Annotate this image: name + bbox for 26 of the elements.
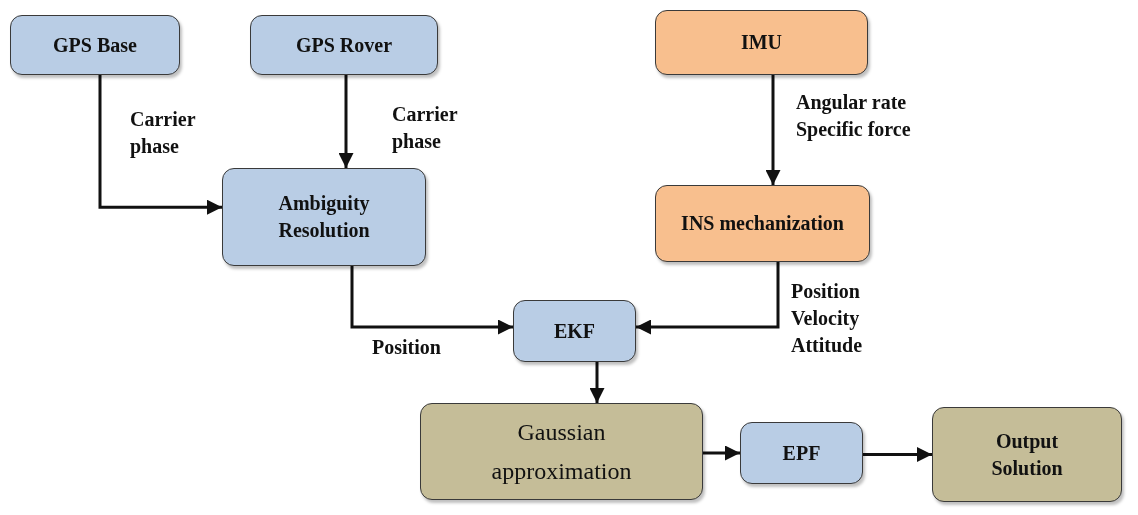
process-box xyxy=(420,403,703,500)
process-box xyxy=(10,15,180,75)
arrow xyxy=(863,447,932,462)
arrow xyxy=(589,362,605,403)
process-box xyxy=(932,407,1122,502)
process-box xyxy=(655,10,868,75)
node-label: EPF xyxy=(782,440,821,466)
node-label: Output Solution xyxy=(990,428,1064,481)
node-label: Gaussian approximation xyxy=(490,418,633,486)
arrow xyxy=(350,266,513,335)
node-label: Ambiguity Resolution xyxy=(277,191,371,243)
arrow xyxy=(98,75,222,215)
node-label: INS mechanization xyxy=(681,211,844,236)
arrow xyxy=(636,262,780,335)
process-box xyxy=(222,168,426,266)
node-label: EKF xyxy=(553,318,596,344)
process-box xyxy=(513,300,636,362)
node-label: IMU xyxy=(740,30,783,55)
node-label: GPS Base xyxy=(53,32,137,58)
arrow xyxy=(338,75,354,168)
process-box xyxy=(740,422,863,484)
process-box xyxy=(655,185,870,262)
node-label: GPS Rover xyxy=(295,32,393,58)
arrow xyxy=(703,445,740,461)
arrow xyxy=(765,75,781,185)
process-box xyxy=(250,15,438,75)
